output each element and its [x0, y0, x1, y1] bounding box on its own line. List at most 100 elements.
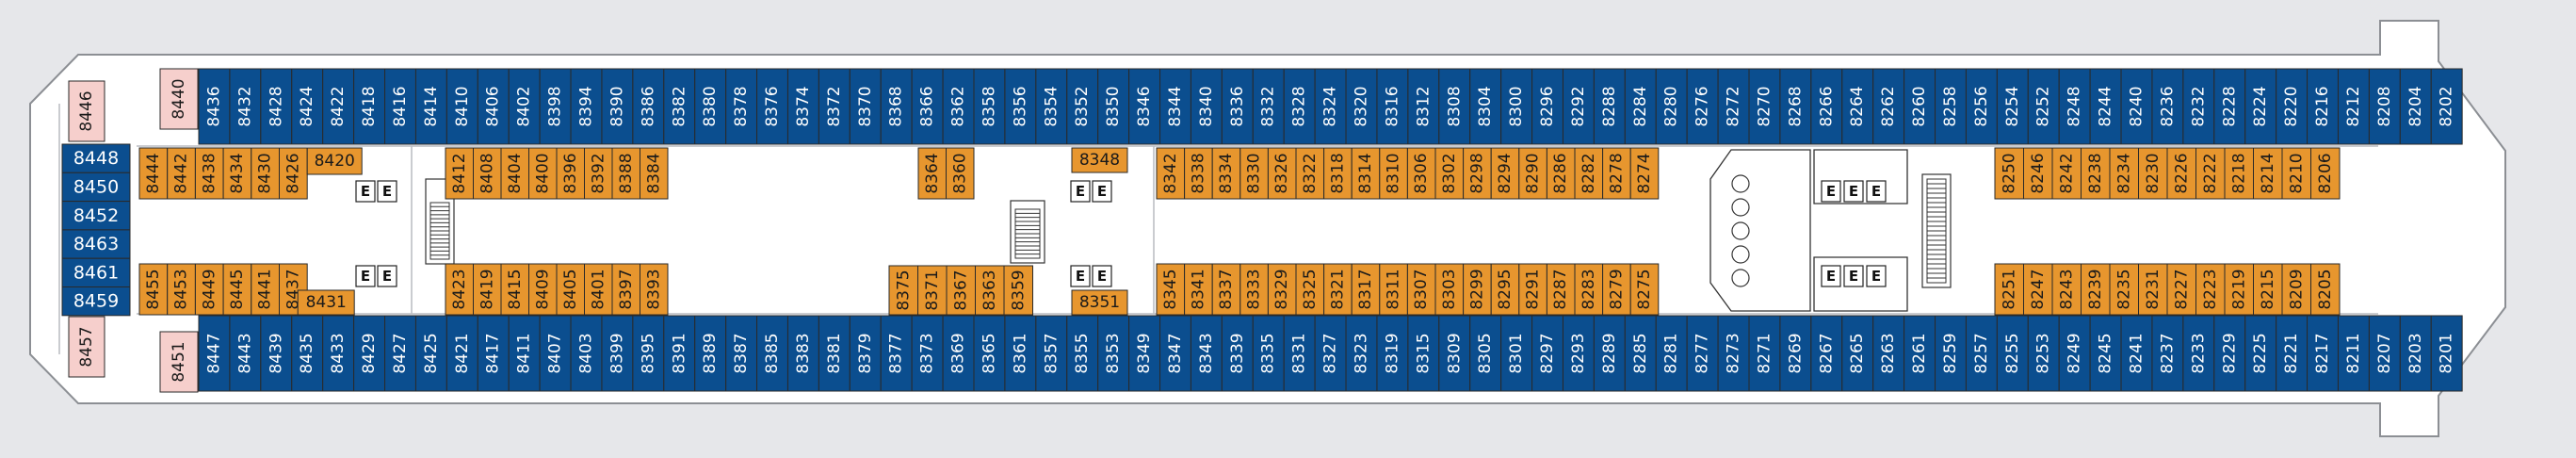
inside-cabin[interactable]: 8333: [1239, 263, 1269, 316]
outside-cabin[interactable]: 8435: [291, 315, 324, 392]
outside-cabin[interactable]: 8260: [1904, 68, 1936, 145]
outside-cabin[interactable]: 8376: [756, 68, 788, 145]
outside-cabin[interactable]: 8427: [384, 315, 416, 392]
inside-cabin[interactable]: 8438: [194, 147, 224, 200]
outside-cabin[interactable]: 8217: [2307, 315, 2339, 392]
outside-cabin[interactable]: 8211: [2337, 315, 2370, 392]
outside-cabin[interactable]: 8249: [2058, 315, 2091, 392]
outside-cabin[interactable]: 8288: [1593, 68, 1626, 145]
outside-cabin[interactable]: 8373: [911, 315, 944, 392]
inside-cabin[interactable]: 8426: [279, 147, 308, 200]
inside-cabin[interactable]: 8274: [1629, 147, 1660, 200]
outside-cabin[interactable]: 8387: [725, 315, 758, 392]
inside-cabin[interactable]: 8342: [1156, 147, 1186, 200]
outside-cabin[interactable]: 8394: [570, 68, 603, 145]
inside-cabin[interactable]: 8215: [2253, 263, 2283, 316]
inside-cabin[interactable]: 8388: [611, 147, 640, 200]
outside-cabin[interactable]: 8370: [849, 68, 882, 145]
outside-cabin[interactable]: 8461: [61, 257, 131, 288]
outside-cabin[interactable]: 8366: [911, 68, 944, 145]
outside-cabin[interactable]: 8272: [1717, 68, 1750, 145]
inside-cabin[interactable]: 8431: [297, 289, 355, 316]
inside-cabin[interactable]: 8214: [2253, 147, 2283, 200]
inside-cabin[interactable]: 8279: [1602, 263, 1631, 316]
outside-cabin[interactable]: 8236: [2151, 68, 2184, 145]
outside-cabin[interactable]: 8378: [725, 68, 758, 145]
inside-cabin[interactable]: 8246: [2023, 147, 2053, 200]
outside-cabin[interactable]: 8240: [2120, 68, 2153, 145]
outside-cabin[interactable]: 8255: [1996, 315, 2029, 392]
suite-cabin[interactable]: 8446: [68, 80, 105, 142]
outside-cabin[interactable]: 8320: [1345, 68, 1378, 145]
outside-cabin[interactable]: 8293: [1562, 315, 1595, 392]
outside-cabin[interactable]: 8292: [1562, 68, 1595, 145]
inside-cabin[interactable]: 8367: [946, 265, 976, 316]
inside-cabin[interactable]: 8360: [946, 147, 975, 200]
outside-cabin[interactable]: 8289: [1593, 315, 1626, 392]
inside-cabin[interactable]: 8205: [2310, 263, 2341, 316]
outside-cabin[interactable]: 8248: [2058, 68, 2091, 145]
outside-cabin[interactable]: 8253: [2027, 315, 2060, 392]
outside-cabin[interactable]: 8372: [818, 68, 851, 145]
outside-cabin[interactable]: 8417: [477, 315, 510, 392]
inside-cabin[interactable]: 8238: [2081, 147, 2111, 200]
inside-cabin[interactable]: 8442: [167, 147, 196, 200]
inside-cabin[interactable]: 8287: [1546, 263, 1576, 316]
outside-cabin[interactable]: 8416: [384, 68, 416, 145]
inside-cabin[interactable]: 8337: [1211, 263, 1241, 316]
outside-cabin[interactable]: 8201: [2430, 315, 2463, 392]
outside-cabin[interactable]: 8395: [632, 315, 665, 392]
inside-cabin[interactable]: 8311: [1379, 263, 1408, 316]
outside-cabin[interactable]: 8349: [1128, 315, 1161, 392]
inside-cabin[interactable]: 8392: [584, 147, 613, 200]
inside-cabin[interactable]: 8348: [1071, 147, 1128, 173]
suite-cabin[interactable]: 8451: [159, 331, 199, 393]
outside-cabin[interactable]: 8259: [1935, 315, 1967, 392]
outside-cabin[interactable]: 8447: [198, 315, 231, 392]
outside-cabin[interactable]: 8399: [601, 315, 634, 392]
inside-cabin[interactable]: 8206: [2310, 147, 2341, 200]
inside-cabin[interactable]: 8412: [445, 147, 474, 200]
outside-cabin[interactable]: 8424: [291, 68, 324, 145]
outside-cabin[interactable]: 8347: [1159, 315, 1191, 392]
outside-cabin[interactable]: 8448: [61, 143, 131, 173]
outside-cabin[interactable]: 8263: [1872, 315, 1905, 392]
outside-cabin[interactable]: 8262: [1872, 68, 1905, 145]
outside-cabin[interactable]: 8398: [539, 68, 572, 145]
outside-cabin[interactable]: 8391: [663, 315, 696, 392]
inside-cabin[interactable]: 8247: [2023, 263, 2053, 316]
inside-cabin[interactable]: 8401: [584, 263, 613, 316]
outside-cabin[interactable]: 8264: [1841, 68, 1874, 145]
outside-cabin[interactable]: 8280: [1655, 68, 1688, 145]
outside-cabin[interactable]: 8256: [1965, 68, 1998, 145]
outside-cabin[interactable]: 8355: [1066, 315, 1099, 392]
outside-cabin[interactable]: 8266: [1810, 68, 1843, 145]
outside-cabin[interactable]: 8229: [2213, 315, 2246, 392]
inside-cabin[interactable]: 8230: [2138, 147, 2168, 200]
inside-cabin[interactable]: 8408: [473, 147, 502, 200]
outside-cabin[interactable]: 8410: [446, 68, 478, 145]
inside-cabin[interactable]: 8329: [1267, 263, 1297, 316]
outside-cabin[interactable]: 8422: [322, 68, 355, 145]
inside-cabin[interactable]: 8226: [2166, 147, 2196, 200]
inside-cabin[interactable]: 8334: [1211, 147, 1241, 200]
outside-cabin[interactable]: 8418: [353, 68, 386, 145]
outside-cabin[interactable]: 8350: [1097, 68, 1130, 145]
outside-cabin[interactable]: 8297: [1531, 315, 1563, 392]
inside-cabin[interactable]: 8317: [1351, 263, 1381, 316]
outside-cabin[interactable]: 8273: [1717, 315, 1750, 392]
inside-cabin[interactable]: 8243: [2051, 263, 2082, 316]
outside-cabin[interactable]: 8327: [1314, 315, 1347, 392]
outside-cabin[interactable]: 8252: [2027, 68, 2060, 145]
outside-cabin[interactable]: 8271: [1748, 315, 1781, 392]
outside-cabin[interactable]: 8244: [2089, 68, 2122, 145]
outside-cabin[interactable]: 8386: [632, 68, 665, 145]
inside-cabin[interactable]: 8234: [2109, 147, 2139, 200]
inside-cabin[interactable]: 8330: [1239, 147, 1269, 200]
outside-cabin[interactable]: 8439: [260, 315, 293, 392]
outside-cabin[interactable]: 8309: [1438, 315, 1471, 392]
outside-cabin[interactable]: 8212: [2337, 68, 2370, 145]
outside-cabin[interactable]: 8301: [1500, 315, 1533, 392]
inside-cabin[interactable]: 8303: [1434, 263, 1465, 316]
inside-cabin[interactable]: 8415: [500, 263, 529, 316]
